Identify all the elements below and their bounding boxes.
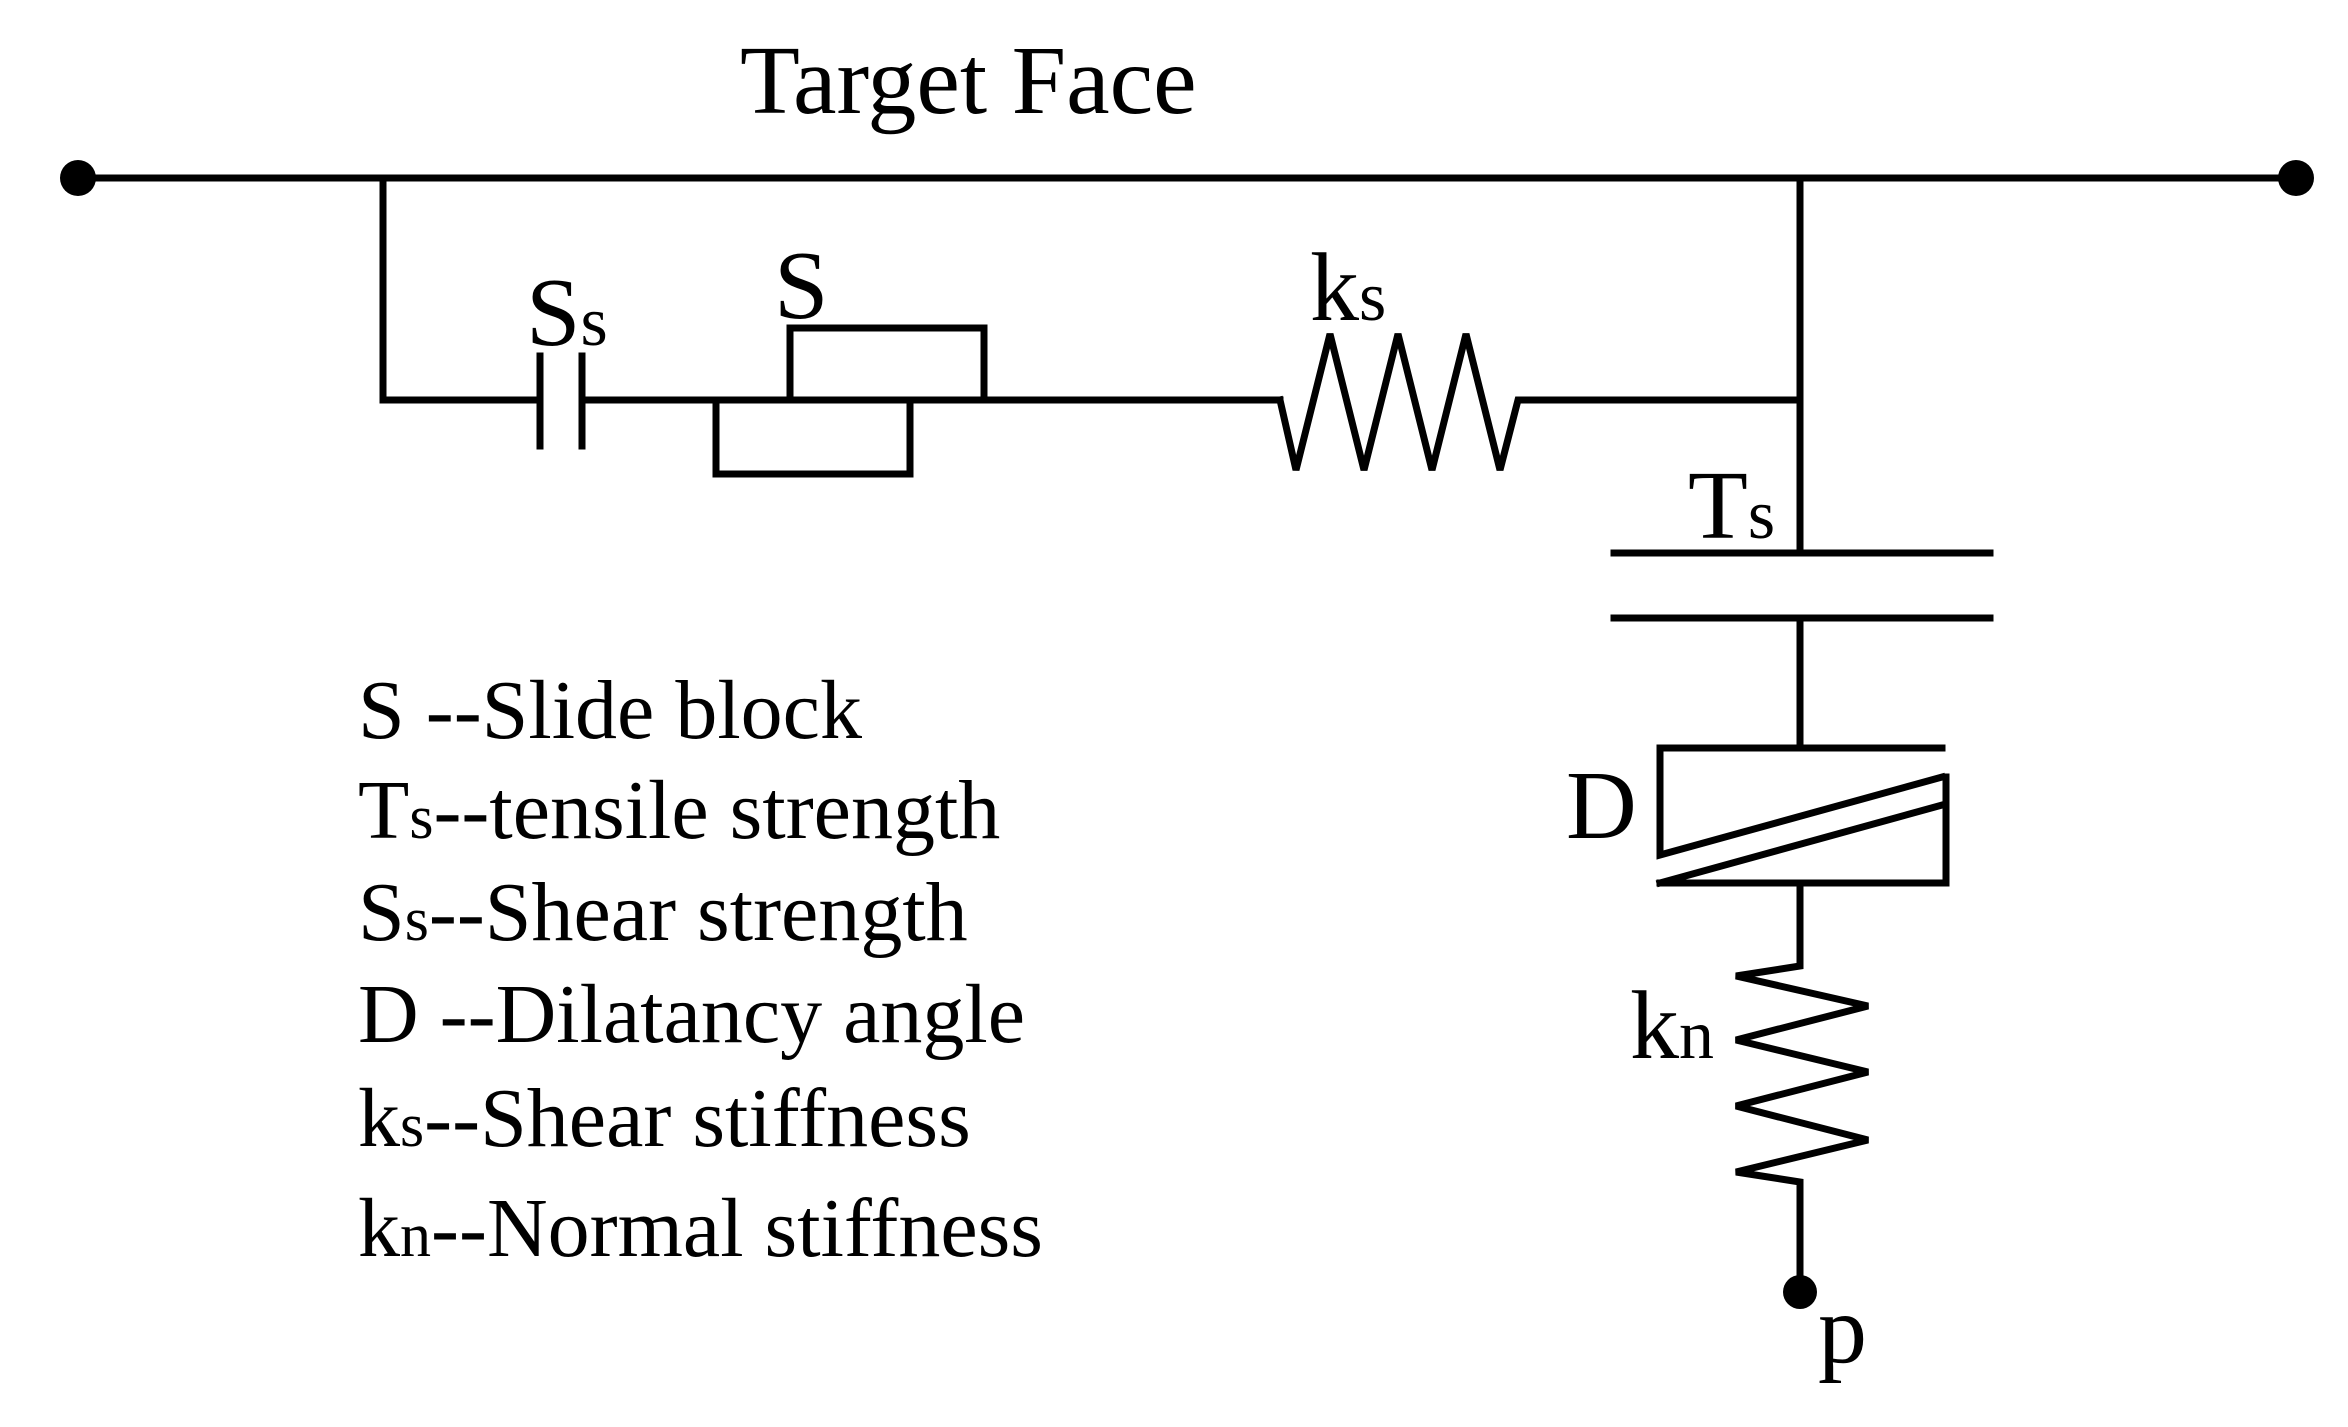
legend-item-tensile-strength: Ts--tensile strength: [358, 764, 1000, 857]
slide-block-element: [712, 324, 988, 478]
target-face-title: Target Face: [740, 27, 1197, 135]
shear-strength-label: Ss: [526, 259, 608, 367]
legend-item-slide-block: S --Slide block: [358, 664, 862, 757]
legend-item-shear-strength: Ss--Shear strength: [358, 866, 968, 959]
shear-strength-element: [536, 352, 586, 450]
dilatancy-label: D: [1566, 752, 1637, 860]
left-node: [60, 160, 96, 196]
normal-stiffness-spring: [1735, 879, 1869, 1296]
target-face-line: [60, 160, 2314, 196]
legend-item-dilatancy-angle: D --Dilatancy angle: [358, 968, 1025, 1061]
legend: S --Slide block Ts--tensile strength Ss-…: [358, 664, 1043, 1275]
tensile-strength-element: [1610, 549, 1994, 622]
shear-stiffness-spring: [1275, 333, 1804, 471]
slide-block-label: S: [774, 232, 829, 340]
right-node: [2278, 160, 2314, 196]
point-p-label: p: [1818, 1276, 1867, 1384]
legend-item-shear-stiffness: ks--Shear stiffness: [358, 1072, 971, 1165]
left-branch-wire: [379, 174, 544, 404]
dilatancy-element: [1655, 744, 1950, 888]
tensile-strength-label: Ts: [1688, 452, 1775, 560]
legend-item-normal-stiffness: kn--Normal stiffness: [358, 1182, 1043, 1275]
normal-stiffness-label: kn: [1630, 972, 1714, 1080]
shear-stiffness-label: ks: [1310, 234, 1386, 342]
point-p-node: [1783, 1275, 1817, 1309]
